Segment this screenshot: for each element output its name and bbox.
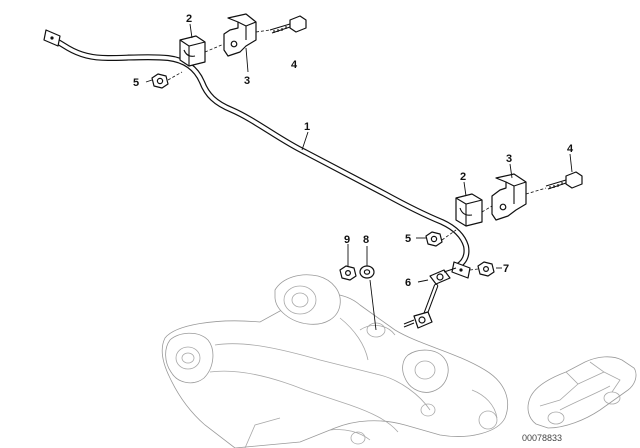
- hex-nut-left: [151, 73, 169, 89]
- clamp-bracket-right: [491, 173, 527, 221]
- assembly-line-link: [469, 268, 479, 271]
- callout-5-left: 5: [133, 77, 139, 89]
- callout-2-right: 2: [460, 171, 466, 183]
- callout-3-right: 3: [506, 153, 512, 165]
- callout-7: 7: [503, 263, 509, 275]
- rear-axle-subframe: [161, 274, 509, 448]
- callout-6: 6: [405, 277, 411, 289]
- stabilizer-bar: [43, 29, 471, 279]
- callout-5-right: 5: [405, 233, 411, 245]
- callout-9: 9: [344, 234, 350, 246]
- callout-4-right: 4: [567, 143, 574, 155]
- hex-bolt-left: [269, 15, 307, 34]
- clamp-bracket-left: [223, 13, 257, 57]
- hex-bolt-right: [545, 171, 583, 190]
- assembly-line-left: [167, 29, 271, 81]
- rubber-mounting-bushing-right: [455, 193, 483, 227]
- diagram-id: 00078833: [522, 433, 562, 443]
- callout-4-left: 4: [291, 59, 298, 71]
- vehicle-locator-thumbnail: [527, 356, 637, 429]
- self-locking-nut-7: [477, 261, 495, 277]
- callout-2-left: 2: [186, 13, 192, 25]
- callout-8: 8: [363, 234, 369, 246]
- rubber-mounting-bushing-left: [179, 35, 206, 67]
- callout-1: 1: [304, 121, 310, 133]
- leader-lines: [145, 23, 573, 331]
- callout-3-left: 3: [244, 75, 250, 87]
- stabilizer-link-rod: [403, 267, 457, 329]
- hex-nut-right: [425, 231, 443, 247]
- washer-8: [359, 265, 375, 279]
- hex-nut-9: [339, 265, 357, 281]
- assembly-line-right: [441, 187, 547, 241]
